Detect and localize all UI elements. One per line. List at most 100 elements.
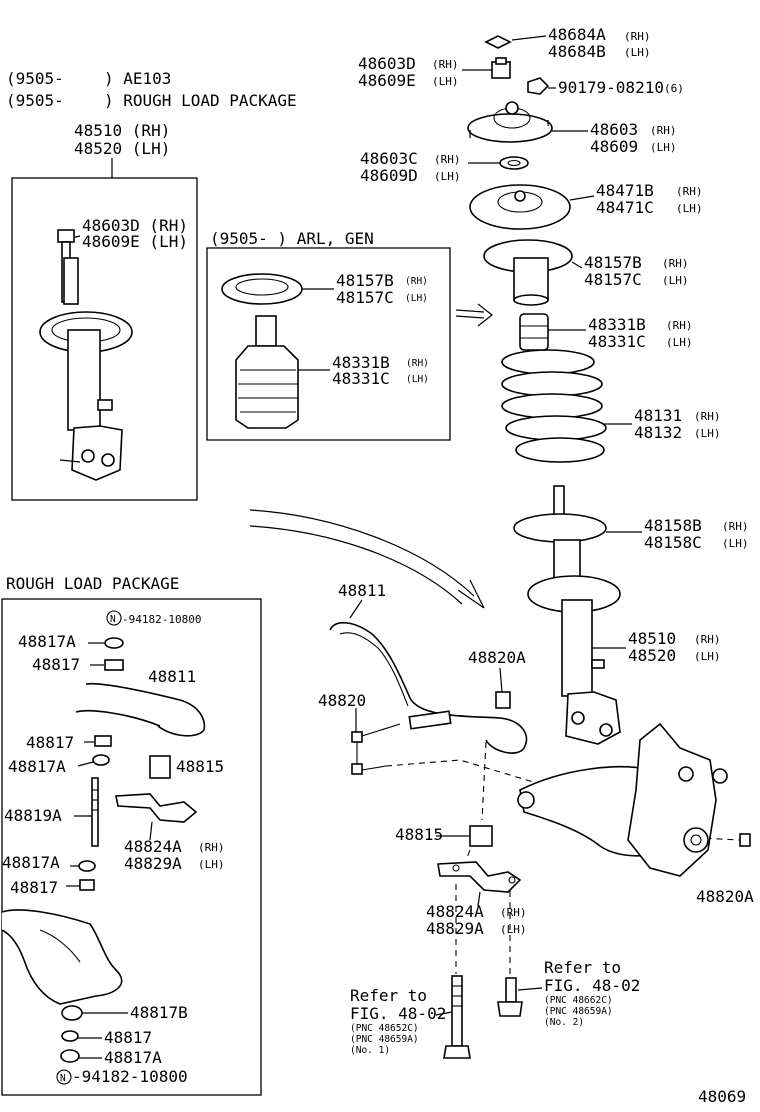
rough-part-cushion-a1: [104, 637, 124, 649]
rough-nut-top-label: -94182-10800: [122, 613, 201, 626]
lower-arm-drawing: [517, 722, 751, 877]
label-48331B-side: (RH): [666, 319, 693, 332]
rough-label-48817-1: 48817: [32, 655, 80, 674]
rough-part-cushion-1: [104, 659, 124, 671]
label-48609: 48609: [590, 137, 638, 156]
rough-box-title: ROUGH LOAD PACKAGE: [6, 574, 179, 593]
label-48603: 48603: [590, 120, 638, 139]
stab-bracket-rh-side: (RH): [500, 906, 527, 919]
label-48603D: 48603D: [358, 54, 416, 73]
rough-label-48829A: 48829A: [124, 854, 182, 873]
arl-seat-lh-label: 48157C: [336, 288, 394, 307]
bracket-drawing: [437, 861, 522, 893]
label-48331B: 48331B: [588, 315, 646, 334]
label-48471C: 48471C: [596, 198, 654, 217]
rough-bolt-drawing: [91, 777, 99, 847]
label-90179-qty: (6): [664, 82, 684, 95]
refer-left-fig: FIG. 48-02: [350, 1004, 446, 1023]
label-48520: 48520: [628, 646, 676, 665]
arl-box: [206, 247, 451, 441]
label-48471C-side: (LH): [676, 202, 703, 215]
rough-nut-top: N -94182-10800: [106, 610, 201, 626]
arl-bumper-rh-label: 48331B: [332, 353, 390, 372]
rough-lower-arm-drawing: [1, 909, 123, 1005]
label-48132: 48132: [634, 423, 682, 442]
refer-right-pnc2: (PNC 48659A): [544, 1006, 613, 1017]
rough-part-cushion-2: [94, 735, 112, 747]
arl-seat-lh-side: (LH): [405, 293, 428, 304]
rough-label-48817-3: 48817: [10, 878, 58, 897]
n-symbol-bottom-icon: [56, 1069, 72, 1085]
label-48603C-side: (RH): [434, 153, 461, 166]
figure-number: 48069: [698, 1087, 746, 1106]
header-text-1: ) AE103: [104, 69, 171, 88]
label-48131-side: (RH): [694, 410, 721, 423]
arl-bumper-lh-label: 48331C: [332, 369, 390, 388]
rough-label-48819A: 48819A: [4, 806, 62, 825]
label-48609D-side: (LH): [434, 170, 461, 183]
rough-label-48824A-side: (RH): [198, 841, 225, 854]
label-48603C: 48603C: [360, 149, 418, 168]
rough-label-48817-2: 48817: [26, 733, 74, 752]
strut-assembly-box: [11, 177, 198, 501]
strut-assembly-drawing: [39, 229, 133, 481]
rough-part-bushing: [149, 755, 171, 779]
rough-load-package-box: [1, 598, 262, 1096]
rough-bar-drawing: [75, 682, 206, 737]
stab-link-label: 48820: [318, 691, 366, 710]
label-48331C: 48331C: [588, 332, 646, 351]
strut-assy-rh-label: 48510 (RH): [74, 121, 170, 140]
label-48609E: 48609E: [358, 71, 416, 90]
label-48157B: 48157B: [584, 253, 642, 272]
stab-bushing-a-label: 48820A: [468, 648, 526, 667]
rough-part-cushion-a4: [60, 1049, 80, 1063]
label-48609-side: (LH): [650, 141, 677, 154]
dash-1: [385, 759, 641, 791]
label-48471B: 48471B: [596, 181, 654, 200]
refer-right-fig: FIG. 48-02: [544, 976, 640, 995]
strut-inner-rh-label: 48603D (RH): [82, 216, 188, 235]
label-48158C: 48158C: [644, 533, 702, 552]
label-48132-side: (LH): [694, 427, 721, 440]
bolt-long-drawing: [443, 975, 471, 1059]
refer-right-text: Refer to: [544, 958, 621, 977]
rough-nut-bottom-label: -94182-10800: [72, 1067, 188, 1086]
rough-label-48824A: 48824A: [124, 837, 182, 856]
label-48157B-side: (RH): [662, 257, 689, 270]
label-48131: 48131: [634, 406, 682, 425]
label-48158B: 48158B: [644, 516, 702, 535]
refer-left-text: Refer to: [350, 986, 427, 1005]
stab-end-bushing-label: 48820A: [696, 887, 754, 906]
label-48510: 48510: [628, 629, 676, 648]
label-48158B-side: (RH): [722, 520, 749, 533]
bolt-short-drawing: [497, 977, 523, 1017]
arl-arrow: [455, 303, 493, 327]
label-48331C-side: (LH): [666, 336, 693, 349]
n-symbol-bottom: N: [60, 1073, 66, 1084]
stabilizer-bar-drawing: [329, 622, 528, 775]
label-48157C-side: (LH): [662, 274, 689, 287]
rough-part-cushion-a3: [78, 860, 96, 872]
header-text-2: ) ROUGH LOAD PACKAGE: [104, 91, 297, 110]
label-48609D: 48609D: [360, 166, 418, 185]
label-48520-side: (LH): [694, 650, 721, 663]
arl-box-title: (9505- ) ARL, GEN: [210, 229, 374, 248]
n-symbol-top-icon: [106, 610, 122, 626]
rough-part-cushion-a2: [92, 754, 110, 766]
refer-left-pnc1: (PNC 48652C): [350, 1023, 419, 1034]
rough-label-48817B: 48817B: [130, 1003, 188, 1022]
strut-assy-lh-label: 48520 (LH): [74, 139, 170, 158]
label-48603-side: (RH): [650, 124, 677, 137]
refer-left-pnc2: (PNC 48659A): [350, 1034, 419, 1045]
n-symbol-top: N: [110, 614, 116, 625]
label-48684B-side: (LH): [624, 46, 651, 59]
label-48603D-side: (RH): [432, 58, 459, 71]
strut-inner-lh-label: 48609E (LH): [82, 232, 188, 251]
stab-bar-label: 48811: [338, 581, 386, 600]
assembly-arrow: [249, 509, 485, 609]
label-48684A: 48684A: [548, 25, 606, 44]
right-stack-drawings: [467, 35, 621, 745]
arl-seat-rh-side: (RH): [405, 276, 428, 287]
rough-part-cushion-b: [61, 1005, 83, 1021]
